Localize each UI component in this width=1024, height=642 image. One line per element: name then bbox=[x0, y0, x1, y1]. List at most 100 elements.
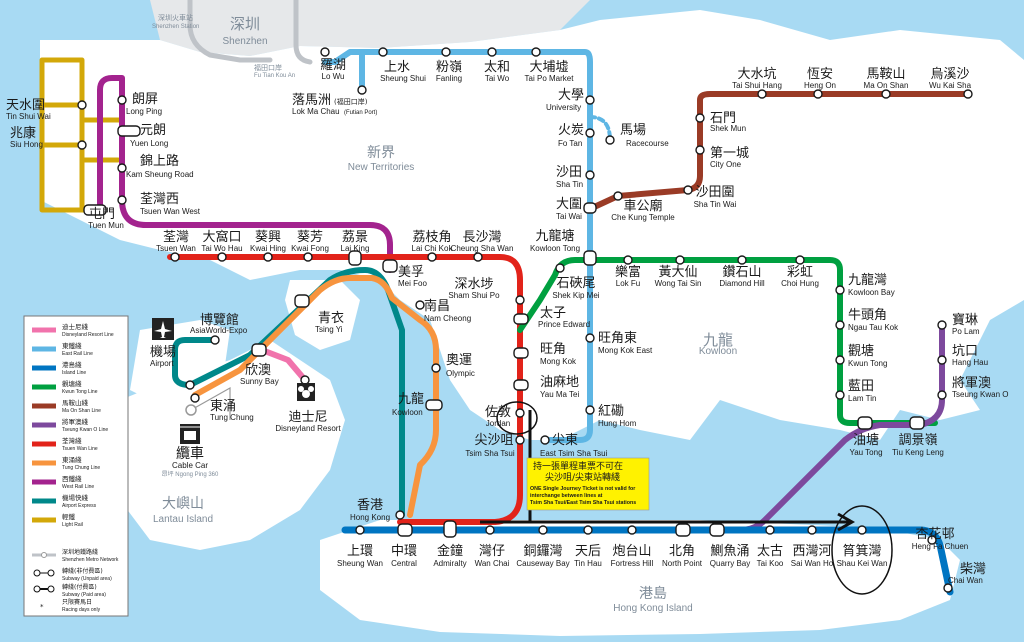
label-polam-zh: 寶琳 bbox=[952, 312, 978, 328]
label-tinhau-zh: 天后 bbox=[575, 544, 601, 559]
label-taiwai-en: Tai Wai bbox=[556, 212, 582, 221]
label-yaumatei-zh: 油麻地 bbox=[540, 375, 579, 390]
label-hengon-en: Heng On bbox=[804, 81, 836, 90]
label-mongkokeast-en: Mong Kok East bbox=[598, 346, 653, 355]
label-taiwohau-en: Tai Wo Hau bbox=[201, 244, 242, 253]
label-kwuntong-zh: 觀塘 bbox=[848, 343, 874, 359]
label-wukaisha-zh: 烏溪沙 bbox=[930, 66, 969, 82]
label-princeedward-en: Prince Edward bbox=[538, 320, 590, 329]
label-taipomarket-zh: 大埔墟 bbox=[529, 60, 568, 75]
label-ngautaukok-en: Ngau Tau Kok bbox=[848, 323, 899, 332]
cable-car-route bbox=[190, 386, 231, 420]
label-sheungwan-en: Sheung Wan bbox=[337, 559, 383, 568]
label-hunghom-en: Hung Hom bbox=[598, 419, 637, 428]
label-kowloon-zh: 九龍 bbox=[398, 391, 424, 407]
label-airport-zh: 機場 bbox=[150, 345, 176, 360]
region-shenzhen-en: Shenzhen bbox=[222, 36, 267, 47]
label-laiking-zh: 荔景 bbox=[342, 230, 368, 245]
label-lamtin-en: Lam Tin bbox=[848, 394, 876, 403]
label-lmc-en: Lok Ma Chau bbox=[292, 107, 340, 116]
legend-item-zh: 東涌綫 bbox=[62, 455, 82, 464]
label-causewaybay-zh: 銅鑼灣 bbox=[523, 543, 562, 559]
label-causewaybay-en: Causeway Bay bbox=[516, 559, 569, 568]
interchange-notice: 持一張單程車票不可在 尖沙咀/尖東站轉綫 ONE Single Journey … bbox=[526, 457, 650, 511]
label-central-en: Central bbox=[391, 559, 417, 568]
label-wongtaisin-zh: 黃大仙 bbox=[658, 265, 697, 280]
label-kwaihing-zh: 葵興 bbox=[255, 230, 281, 245]
label-tst-zh: 尖沙咀 bbox=[474, 433, 513, 448]
label-shekkipmei-en: Shek Kip Mei bbox=[552, 291, 599, 300]
label-kowloontong-en: Kowloon Tong bbox=[530, 244, 580, 253]
label-kwaihing-en: Kwai Hing bbox=[250, 244, 286, 253]
label-kowloon-en: Kowloon bbox=[392, 408, 423, 417]
label-tsuenwanwest-en: Tsuen Wan West bbox=[140, 207, 201, 216]
label-kwaifong-zh: 葵芳 bbox=[297, 230, 323, 245]
label-lmc-note-zh: (福田口岸) bbox=[334, 97, 368, 106]
label-sunnybay-en: Sunny Bay bbox=[240, 377, 279, 386]
region-hki-zh: 港島 bbox=[639, 586, 667, 602]
label-yautong-zh: 油塘 bbox=[853, 432, 879, 448]
label-shamshuipo-zh: 深水埗 bbox=[454, 277, 493, 292]
shenzhen-land bbox=[150, 0, 590, 56]
legend-paid-zh: 轉綫(付費區) bbox=[62, 583, 97, 591]
label-taishuihang-en: Tai Shui Hang bbox=[732, 81, 782, 90]
label-shekkipmei-zh: 石硤尾 bbox=[556, 276, 595, 291]
label-hunghom-zh: 紅磡 bbox=[598, 404, 624, 419]
label-hongkong-zh: 香港 bbox=[357, 498, 383, 513]
island-line bbox=[341, 526, 954, 596]
label-kamsheung-en: Kam Sheung Road bbox=[126, 170, 194, 179]
label-saiwanho-zh: 西灣河 bbox=[792, 544, 831, 559]
label-princeedward-zh: 太子 bbox=[540, 306, 566, 321]
label-fortresshill-en: Fortress Hill bbox=[611, 559, 654, 568]
region-nt-en: New Territories bbox=[348, 162, 415, 173]
label-tsingyi-zh: 青衣 bbox=[318, 310, 344, 326]
legend-item-zh: 觀塘綫 bbox=[62, 379, 82, 388]
label-longping-en: Long Ping bbox=[126, 107, 162, 116]
legend-item-zh: 輕鐵 bbox=[62, 512, 76, 521]
label-polam-en: Po Lam bbox=[952, 327, 980, 336]
label-meifoo-en: Mei Foo bbox=[398, 279, 427, 288]
station-markers bbox=[77, 47, 973, 593]
station-labels: 羅湖 Lo Wu 落馬洲 (福田口岸) Lok Ma Chau (Futian … bbox=[6, 58, 1008, 585]
label-tiukengleng-zh: 調景嶺 bbox=[898, 433, 937, 448]
legend-shenzhen-zh: 深圳地鐵路綫 bbox=[62, 548, 98, 556]
region-nt-zh: 新界 bbox=[367, 145, 395, 161]
label-namcheong-en: Nam Cheong bbox=[424, 314, 471, 323]
disney-mickey-icon bbox=[297, 383, 315, 401]
label-kamsheung-zh: 錦上路 bbox=[140, 153, 179, 169]
region-hki-en: Hong Kong Island bbox=[613, 603, 693, 614]
legend-item-en: Kwun Tong Line bbox=[62, 389, 98, 395]
west-rail-line bbox=[97, 75, 393, 273]
label-etst-zh: 尖東 bbox=[552, 432, 578, 448]
label-tsingyi-en: Tsing Yi bbox=[315, 325, 343, 334]
label-tungchung-zh: 東涌 bbox=[210, 398, 236, 414]
label-sheungshui-en: Sheung Shui bbox=[380, 74, 426, 83]
legend-shenzhen-en: Shenzhen Metro Network bbox=[62, 557, 119, 563]
label-tungchung-en: Tung Chung bbox=[210, 413, 254, 422]
label-expo-en: AsiaWorld-Expo bbox=[190, 326, 248, 335]
label-hengon-zh: 恆安 bbox=[807, 67, 833, 82]
legend-racing-zh: 只限賽馬日 bbox=[62, 598, 92, 606]
label-lowu-en: Lo Wu bbox=[322, 72, 345, 81]
east-rail-line bbox=[322, 49, 593, 443]
legend-paid-en: Subway (Paid area) bbox=[62, 592, 106, 598]
label-taipomarket-en: Tai Po Market bbox=[525, 74, 575, 83]
label-shaukeiwan-zh: 筲箕灣 bbox=[842, 543, 881, 559]
label-tuenmun-zh: 屯門 bbox=[89, 207, 115, 222]
label-kwaifong-en: Kwai Fong bbox=[291, 244, 329, 253]
futian-label-en: Fu Tian Kou An bbox=[254, 73, 295, 79]
legend-item-zh: 機場快綫 bbox=[62, 493, 89, 502]
label-hongkong-en: Hong Kong bbox=[350, 513, 390, 522]
legend-item-en: West Rail Line bbox=[62, 484, 94, 490]
label-diamondhill-en: Diamond Hill bbox=[719, 279, 765, 288]
label-jordan-zh: 佐敦 bbox=[485, 404, 511, 420]
label-lmc-zh: 落馬洲 bbox=[292, 93, 331, 108]
label-wanchai-en: Wan Chai bbox=[475, 559, 510, 568]
notice-en-1: ONE Single Journey Ticket is not valid f… bbox=[530, 486, 635, 492]
label-airport-en: Airport bbox=[150, 359, 174, 368]
label-saiwanho-en: Sai Wan Ho bbox=[791, 559, 834, 568]
label-disney-en: Disneyland Resort bbox=[275, 424, 341, 433]
label-taiwo-en: Tai Wo bbox=[485, 74, 510, 83]
